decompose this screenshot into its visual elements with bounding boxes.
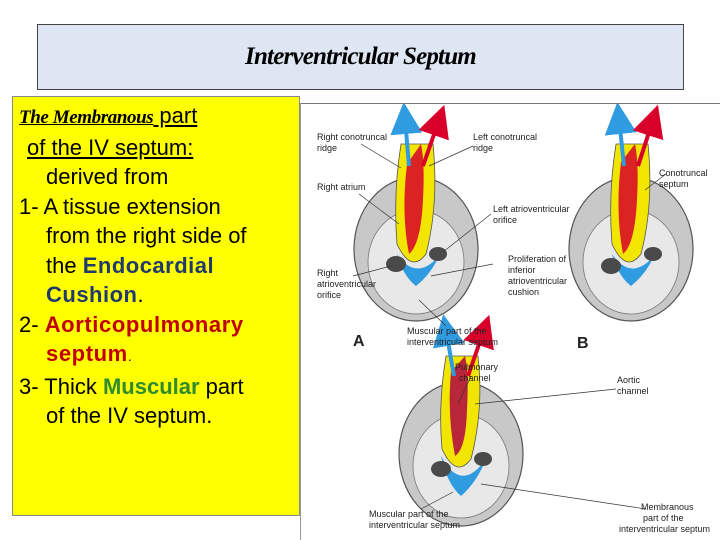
svg-text:orifice: orifice bbox=[493, 215, 517, 225]
muscular-term: Muscular bbox=[102, 373, 200, 399]
svg-text:ridge: ridge bbox=[473, 143, 493, 153]
heart-b-left-av-orifice bbox=[644, 247, 662, 261]
heart-c-magenta-septum bbox=[449, 356, 468, 456]
item-1-line-d: Cushion. bbox=[46, 282, 144, 307]
heart-c-right-orifice bbox=[431, 461, 451, 477]
heart-c-blue-membranous bbox=[441, 456, 486, 496]
heart-b-blue-cushion bbox=[612, 254, 654, 286]
heart-a-blue-cushion bbox=[397, 254, 439, 286]
item-2-line-a: 2- Aorticopulmonary bbox=[19, 311, 244, 337]
heart-c-left-orifice bbox=[474, 452, 492, 466]
part-word: part bbox=[153, 103, 198, 128]
label-muscular-c: Muscular part of the bbox=[369, 509, 449, 519]
svg-text:channel: channel bbox=[617, 386, 649, 396]
label-muscular-a: Muscular part of the bbox=[407, 326, 487, 336]
label-right-conotruncal: Right conotruncal bbox=[317, 132, 387, 142]
svg-text:interventricular septum: interventricular septum bbox=[369, 520, 460, 530]
item-1-line-c: the Endocardial bbox=[46, 252, 215, 278]
item-1-line-a: 1- A tissue extension bbox=[19, 193, 221, 219]
label-right-atrium: Right atrium bbox=[317, 182, 366, 192]
heart-a-red-channel bbox=[404, 144, 424, 254]
endocardial-term: Endocardial bbox=[82, 252, 215, 278]
item-1-line-b: from the right side of bbox=[46, 223, 247, 248]
svg-text:cushion: cushion bbox=[508, 287, 539, 297]
heart-c-red-arrow bbox=[463, 314, 494, 377]
heart-a bbox=[353, 104, 479, 322]
heart-b-red-channel bbox=[618, 144, 638, 254]
heart-b-right-av-orifice bbox=[601, 258, 621, 274]
svg-text:interventricular septum: interventricular septum bbox=[619, 524, 710, 534]
panel-label-a: A bbox=[353, 333, 365, 350]
slide-title: Interventricular Septum bbox=[245, 43, 477, 70]
label-conotruncal-septum: Conotruncal bbox=[659, 168, 708, 178]
panel-text: The Membranous part of the IV septum: de… bbox=[19, 101, 301, 431]
svg-text:ridge: ridge bbox=[317, 143, 337, 153]
leader-lines bbox=[352, 143, 667, 510]
septum-term: septum bbox=[46, 341, 128, 366]
item-3-line-b: of the IV septum. bbox=[46, 403, 213, 428]
label-right-av-orifice: Right bbox=[317, 268, 339, 278]
svg-text:channel: channel bbox=[459, 373, 491, 383]
heart-a-red-arrow bbox=[418, 104, 449, 167]
heart-c bbox=[398, 314, 524, 527]
label-membranous: Membranous bbox=[641, 502, 694, 512]
heart-c-blue-arrow bbox=[432, 314, 465, 377]
item-3-line-a: 3- Thick Muscular part bbox=[19, 373, 244, 399]
aorticopulmonary-term: Aorticopulmonary bbox=[44, 311, 244, 337]
heart-a-blue-arrow bbox=[390, 104, 423, 167]
heart-a-left-av-orifice bbox=[429, 247, 447, 261]
svg-text:atrioventricular: atrioventricular bbox=[508, 276, 567, 286]
label-proliferation: Proliferation of bbox=[508, 254, 567, 264]
label-left-conotruncal: Left conotruncal bbox=[473, 132, 537, 142]
line-3: derived from bbox=[46, 164, 169, 189]
cushion-term: Cushion bbox=[46, 282, 138, 307]
heart-a-right-av-orifice bbox=[386, 256, 406, 272]
heart-b bbox=[568, 104, 694, 322]
svg-text:atrioventricular: atrioventricular bbox=[317, 279, 376, 289]
heart-septum-figure: Right conotruncal ridge Left conotruncal… bbox=[317, 104, 710, 534]
svg-text:orifice: orifice bbox=[317, 290, 341, 300]
heart-b-blue-arrow bbox=[604, 104, 637, 167]
figure-left-rule bbox=[300, 103, 301, 540]
label-pulmonary-channel: Pulmonary bbox=[455, 362, 499, 372]
svg-text:inferior: inferior bbox=[508, 265, 536, 275]
membranous-heading: The Membranous bbox=[19, 107, 154, 128]
heart-b-red-arrow bbox=[632, 104, 664, 167]
label-left-av-orifice: Left atrioventricular bbox=[493, 204, 570, 214]
panel-label-b: B bbox=[577, 335, 589, 352]
title-box: Interventricular Septum bbox=[37, 24, 684, 90]
line-2: of the IV septum: bbox=[27, 134, 194, 160]
text-panel: The Membranous part of the IV septum: de… bbox=[12, 96, 300, 516]
svg-text:part of the: part of the bbox=[643, 513, 684, 523]
svg-text:interventricular septum: interventricular septum bbox=[407, 337, 498, 347]
label-aortic-channel: Aortic bbox=[617, 375, 641, 385]
line-1: The Membranous part bbox=[19, 101, 301, 133]
figure-top-rule bbox=[300, 103, 720, 104]
item-2-line-b: septum. bbox=[46, 341, 132, 366]
svg-text:septum: septum bbox=[659, 179, 689, 189]
